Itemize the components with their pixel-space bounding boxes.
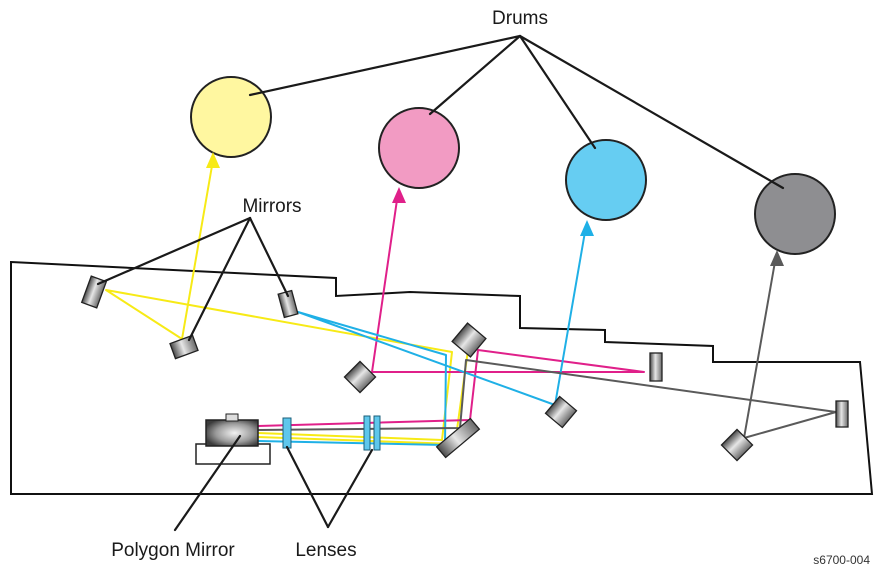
magenta-drum bbox=[378, 107, 460, 189]
mirrors-group bbox=[80, 275, 849, 462]
polygon-mirror-body bbox=[205, 419, 259, 447]
mirror-6 bbox=[435, 417, 481, 459]
magenta-beam bbox=[257, 192, 645, 427]
lenses-group bbox=[282, 415, 381, 451]
black-drum bbox=[754, 173, 836, 255]
magenta-arrowhead bbox=[392, 187, 406, 203]
mirror-5 bbox=[451, 322, 487, 358]
yellow-beam bbox=[105, 159, 453, 441]
mirror-2 bbox=[169, 334, 199, 360]
mirror-10 bbox=[835, 400, 849, 428]
laser-unit-housing bbox=[10, 260, 874, 495]
lenses-label: Lenses bbox=[295, 540, 356, 561]
mirrors-label: Mirrors bbox=[242, 196, 301, 217]
mirror-8 bbox=[649, 352, 663, 382]
mirror-4 bbox=[343, 360, 377, 394]
cyan-beam bbox=[257, 225, 587, 446]
black-arrowhead bbox=[770, 250, 784, 266]
lens-2 bbox=[363, 415, 371, 451]
mirror-7 bbox=[544, 395, 578, 429]
leader-lines bbox=[96, 34, 785, 532]
cyan-arrowhead bbox=[580, 220, 594, 236]
polygon-mirror-cap bbox=[225, 413, 239, 422]
cyan-drum bbox=[565, 139, 647, 221]
mirror-9 bbox=[720, 428, 754, 462]
yellow-arrowhead bbox=[206, 152, 220, 168]
polygon-mirror-label: Polygon Mirror bbox=[111, 540, 235, 561]
mirror-3 bbox=[277, 289, 299, 319]
yellow-drum bbox=[190, 76, 272, 158]
black-beam bbox=[257, 255, 837, 439]
lens-1 bbox=[282, 417, 292, 449]
lens-3 bbox=[373, 415, 381, 451]
drums-label: Drums bbox=[492, 8, 548, 29]
figure-id-label: s6700-004 bbox=[813, 553, 870, 567]
beam-paths bbox=[105, 159, 837, 446]
polygon-mirror bbox=[195, 413, 271, 465]
